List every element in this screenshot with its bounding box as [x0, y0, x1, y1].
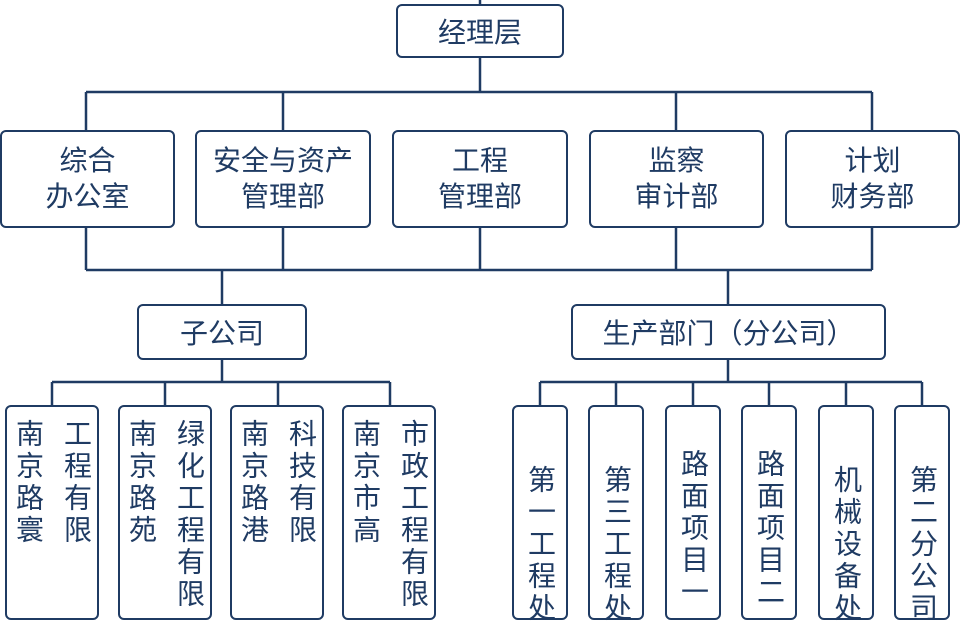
- production-unit-name: 第二分公司: [906, 465, 939, 625]
- company-name-col-left: 工程有限: [60, 419, 93, 547]
- company-name-col-left: 科技有限: [285, 419, 318, 547]
- dept-general-office: 综合办公室: [0, 130, 175, 228]
- production-unit-name: 路面项目二: [753, 449, 786, 609]
- company-name-col-right: 南京市高: [349, 419, 382, 547]
- dept-line2: 管理部: [240, 180, 325, 213]
- company-name-col-left: 绿化工程有限: [173, 419, 206, 611]
- production-unit-name: 机械设备处: [830, 465, 863, 625]
- production-unit: 路面项目二: [741, 405, 797, 620]
- subsidiary-company: 南京路寰 工程有限: [5, 405, 99, 620]
- production-unit: 第二分公司: [894, 405, 950, 625]
- production-unit: 路面项目一: [665, 405, 721, 620]
- subsidiary-company: 南京路港 科技有限: [230, 405, 324, 620]
- dept-line1: 计划: [844, 143, 901, 177]
- production-node: 生产部门（分公司）: [571, 304, 886, 360]
- connector-lines: [50, 0, 924, 405]
- dept-supervision-audit: 监察审计部: [589, 130, 764, 228]
- dept-safety-assets: 安全与资产管理部: [195, 130, 371, 228]
- dept-line1: 综合: [59, 143, 116, 177]
- production-unit: 机械设备处: [818, 405, 874, 625]
- dept-line2: 财务部: [830, 180, 915, 213]
- subsidiaries-node: 子公司: [137, 304, 307, 360]
- dept-line2: 办公室: [45, 180, 130, 213]
- production-unit: 第三工程处: [588, 405, 644, 625]
- company-name-col-right: 南京路港: [237, 419, 270, 547]
- subsidiaries-label: 子公司: [179, 317, 264, 350]
- production-unit-name: 第三工程处: [600, 465, 633, 625]
- manager-layer-label: 经理层: [437, 16, 522, 49]
- production-label: 生产部门（分公司）: [602, 317, 855, 350]
- production-unit-name: 路面项目一: [677, 449, 710, 609]
- dept-planning-finance: 计划财务部: [785, 130, 960, 228]
- dept-line1: 工程: [451, 143, 508, 177]
- dept-line2: 管理部: [437, 180, 522, 213]
- subsidiary-company: 南京市高 市政工程有限: [342, 405, 436, 620]
- subsidiary-company: 南京路苑 绿化工程有限: [118, 405, 212, 620]
- dept-engineering: 工程管理部: [392, 130, 568, 228]
- manager-layer-node: 经理层: [396, 4, 564, 58]
- dept-line1: 监察: [648, 143, 705, 177]
- company-name-col-right: 南京路苑: [125, 419, 158, 547]
- production-unit-name: 第一工程处: [524, 465, 557, 625]
- company-name-col-left: 市政工程有限: [397, 419, 430, 611]
- dept-line1: 安全与资产: [212, 143, 353, 177]
- company-name-col-right: 南京路寰: [12, 419, 45, 547]
- dept-line2: 审计部: [634, 180, 719, 213]
- production-unit: 第一工程处: [512, 405, 568, 625]
